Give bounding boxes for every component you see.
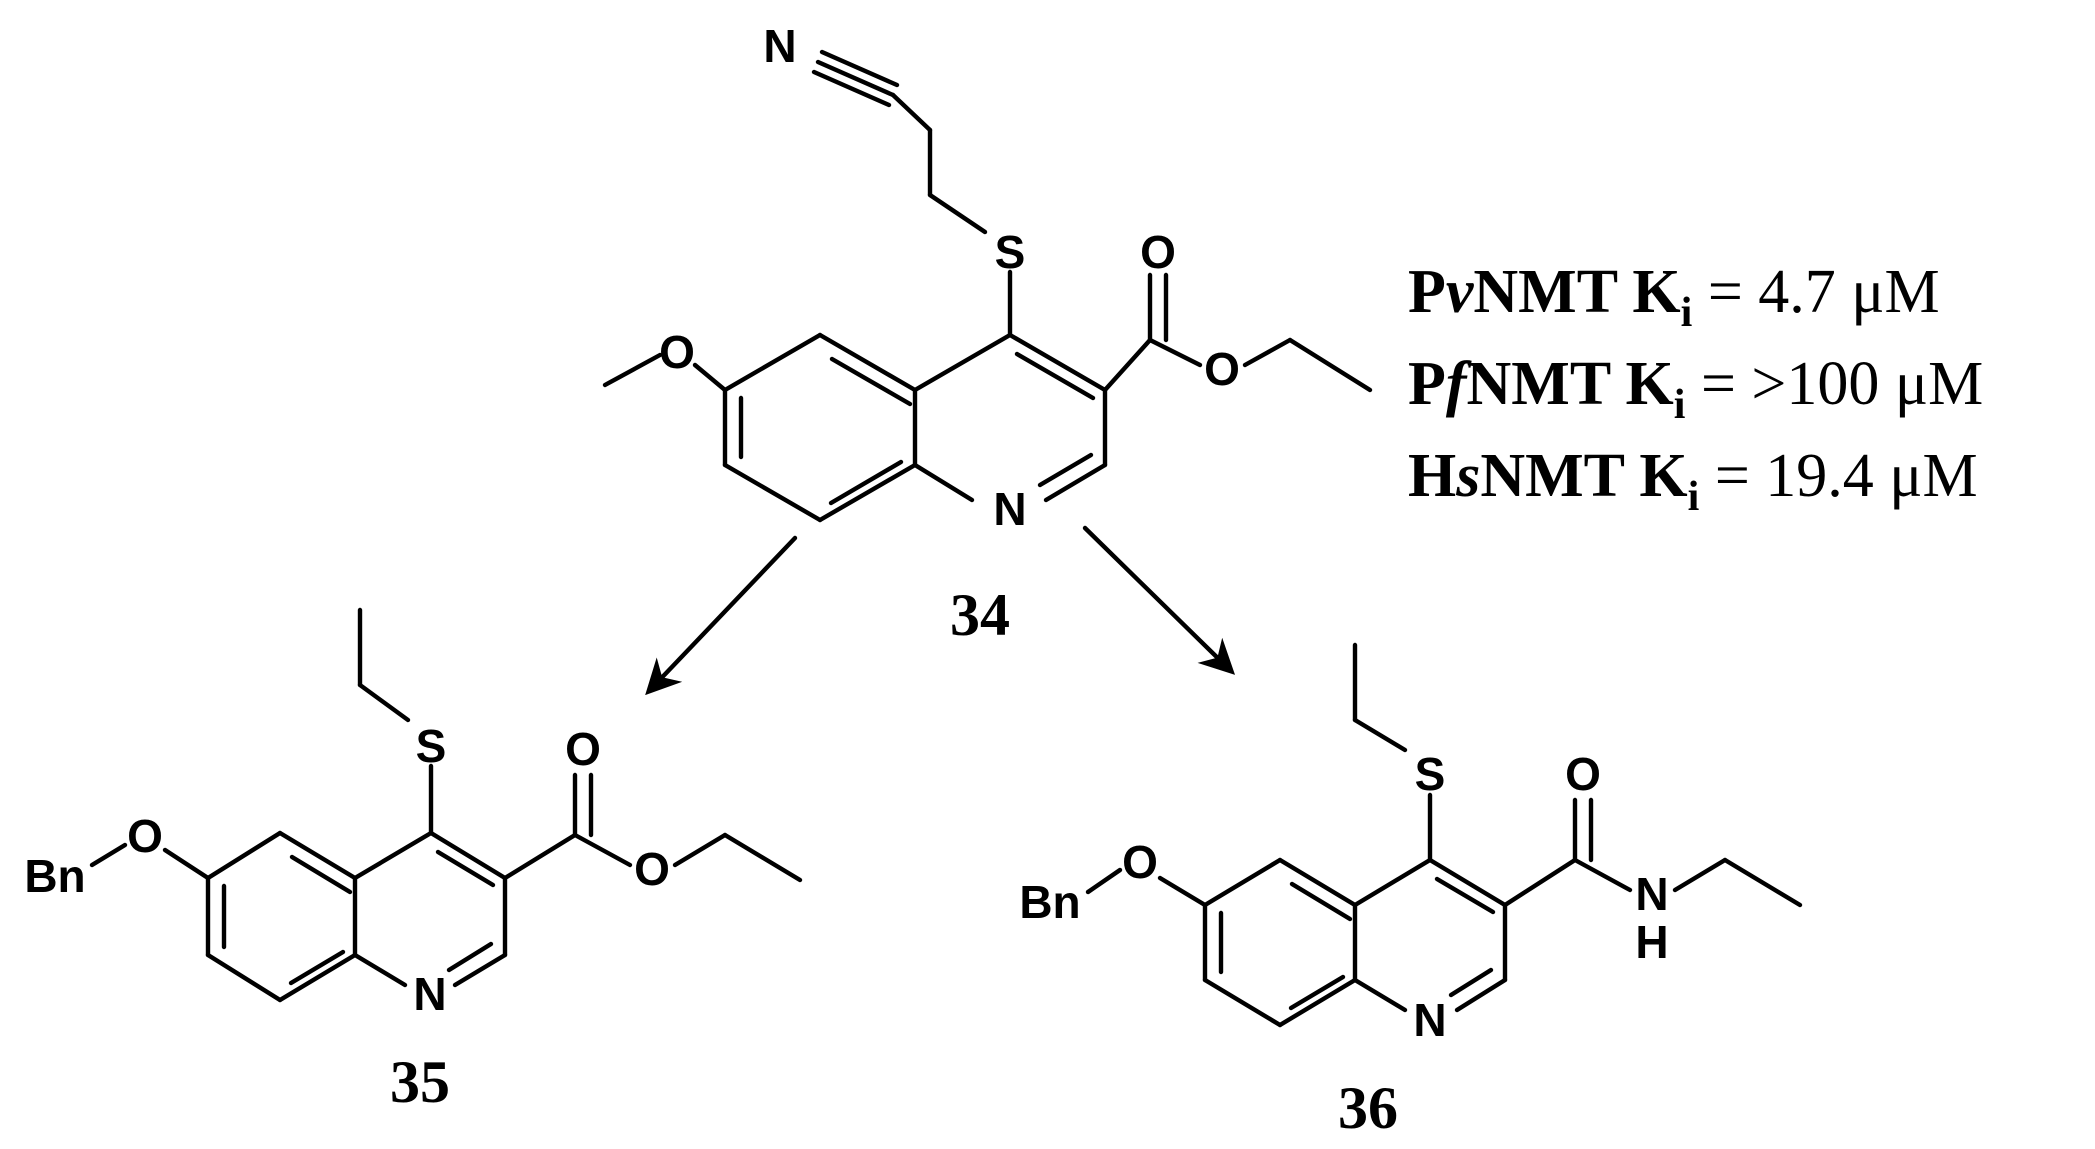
compound-35-ether-o: O [127, 810, 163, 862]
activity-row-hs: HsNMT Ki = 19.4 μM [1408, 442, 1978, 520]
compound-34-methoxy-o: O [659, 326, 695, 378]
compound-36-bonds [1085, 642, 1803, 1028]
compound-35-bonds [89, 607, 803, 1003]
compound-35-label: 35 [390, 1049, 450, 1115]
compound-36-sulfur: S [1415, 748, 1446, 800]
compound-34-sulfur: S [995, 226, 1026, 278]
compound-34-ring-n: N [993, 483, 1026, 535]
activity-row-pf: PfNMT Ki = >100 μM [1408, 350, 1983, 428]
compound-34: N S O O O N 34 [602, 20, 1373, 648]
reaction-arrow-to-35 [645, 535, 798, 696]
compound-35-benzyl: Bn [24, 850, 85, 902]
compound-36-label: 36 [1338, 1075, 1398, 1141]
compound-35-carbonyl-o: O [565, 723, 601, 775]
compound-36-ring-n: N [1413, 994, 1446, 1046]
compound-34-nitrile-n: N [763, 20, 796, 72]
activity-table: PvNMT Ki = 4.7 μM PfNMT Ki = >100 μM HsN… [1408, 258, 1983, 520]
compound-34-ester-o: O [1204, 343, 1240, 395]
compound-34-carbonyl-o: O [1140, 226, 1176, 278]
compound-35-ester-o: O [634, 843, 670, 895]
compound-36-carbonyl-o: O [1565, 748, 1601, 800]
activity-row-pv: PvNMT Ki = 4.7 μM [1408, 258, 1940, 336]
compound-34-bonds [602, 49, 1373, 523]
reaction-arrow-to-36 [1082, 525, 1236, 675]
compound-36-amide-n: N [1635, 868, 1668, 920]
compound-35-ring-n: N [413, 968, 446, 1020]
compound-35-sulfur: S [416, 720, 447, 772]
compound-36-ether-o: O [1122, 836, 1158, 888]
compound-35: S O Bn O O N 35 [24, 607, 803, 1115]
compound-34-label: 34 [950, 582, 1010, 648]
compound-36-amide-h: H [1635, 916, 1668, 968]
compound-36-benzyl: Bn [1019, 876, 1080, 928]
compound-36: S O Bn O N H N 36 [1019, 642, 1803, 1141]
